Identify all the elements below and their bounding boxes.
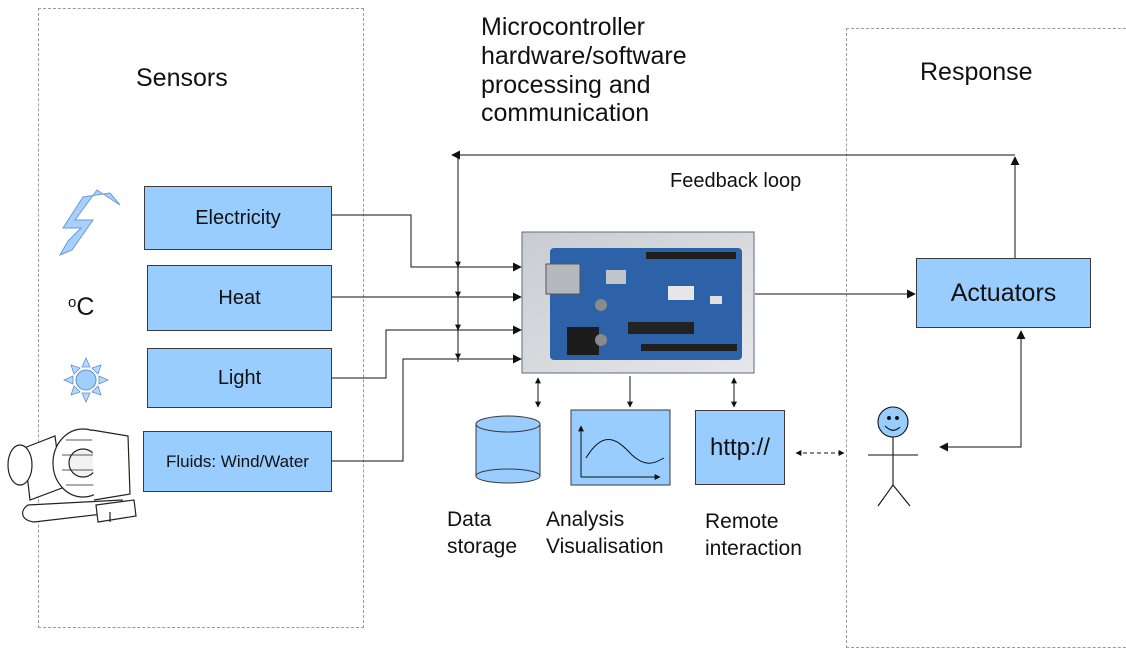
- electricity-box: Electricity: [144, 186, 332, 250]
- light-connector: [332, 325, 522, 379]
- data-storage-label: Data storage: [447, 508, 518, 559]
- fluids-box: Fluids: Wind/Water: [143, 431, 332, 492]
- lightning-icon: [58, 189, 121, 257]
- feedback-loop-label: Feedback loop: [670, 170, 802, 192]
- http-label: http://: [709, 433, 771, 461]
- actuators-label: Actuators: [950, 278, 1057, 307]
- response-heading: Response: [920, 58, 1033, 86]
- light-label: Light: [217, 366, 262, 389]
- fluids-connector: [332, 354, 522, 462]
- connectors-layer: [7, 150, 1026, 523]
- celsius-unit: C: [76, 293, 95, 321]
- turbine-icon: [7, 428, 137, 523]
- electricity-connector: [332, 214, 522, 272]
- heat-label: Heat: [218, 286, 261, 309]
- diagram-canvas: Sensors Microcontroller hardware/softwar…: [7, 8, 1126, 648]
- sensors-heading: Sensors: [136, 64, 228, 92]
- actuators-box: Actuators: [916, 258, 1091, 328]
- http-box: http://: [695, 410, 785, 485]
- celsius-degree: o: [68, 294, 77, 311]
- sun-icon: [63, 357, 109, 403]
- analysis-chart-icon: [570, 409, 671, 486]
- person-to-actuators-connector: [939, 330, 1026, 452]
- remote-label: Remote interaction: [705, 510, 802, 561]
- celsius-icon: oC: [68, 293, 94, 323]
- light-box: Light: [147, 348, 332, 408]
- microcontroller-heading: Microcontroller hardware/software proces…: [481, 13, 687, 128]
- fluids-label: Fluids: Wind/Water: [166, 451, 309, 471]
- analysis-label: Analysis Visualisation: [546, 508, 664, 559]
- microcontroller-board-image: [521, 231, 755, 374]
- data-storage-icon: [475, 415, 541, 484]
- electricity-label: Electricity: [195, 206, 281, 229]
- person-icon: [868, 406, 918, 507]
- heat-box: Heat: [147, 265, 332, 331]
